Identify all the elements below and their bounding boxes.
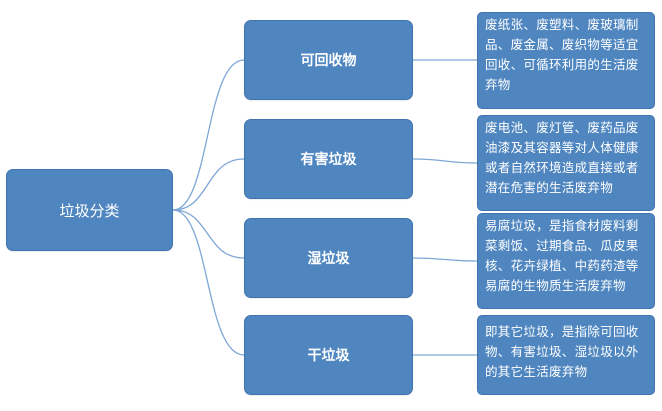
connector-root-to-wet	[172, 209, 245, 259]
description-box-dry: 即其它垃圾，是指除可回收物、有害垃圾、湿垃圾以外的其它生活废弃物	[477, 315, 655, 395]
root-node: 垃圾分类	[6, 169, 173, 251]
connector-root-to-dry	[172, 209, 245, 356]
description-box-hazardous: 废电池、废灯管、废药品废油漆及其容器等对人体健康或者自然环境造成直接或者潜在危害…	[477, 115, 655, 211]
category-label: 可回收物	[300, 53, 357, 69]
connector-root-to-recyclable	[172, 59, 245, 211]
description-box-recyclable: 废纸张、废塑料、废玻璃制品、废金属、废织物等适宜回收、可循环利用的生活废弃物	[477, 12, 655, 109]
category-label: 有害垃圾	[300, 152, 357, 168]
category-node-wet: 湿垃圾	[244, 218, 413, 298]
category-node-recyclable: 可回收物	[244, 20, 413, 100]
category-label: 湿垃圾	[307, 251, 350, 267]
connector-root-to-hazardous	[172, 158, 245, 211]
category-label: 干垃圾	[307, 348, 350, 364]
description-box-wet: 易腐垃圾，是指食材废料剩菜剩饭、过期食品、瓜皮果核、花卉绿植、中药药渣等易腐的生…	[477, 213, 655, 309]
connector-hazardous-to-desc	[412, 158, 478, 164]
category-node-hazardous: 有害垃圾	[244, 119, 413, 199]
connector-wet-to-desc	[412, 257, 478, 262]
root-label: 垃圾分类	[59, 201, 120, 220]
category-node-dry: 干垃圾	[244, 315, 413, 395]
